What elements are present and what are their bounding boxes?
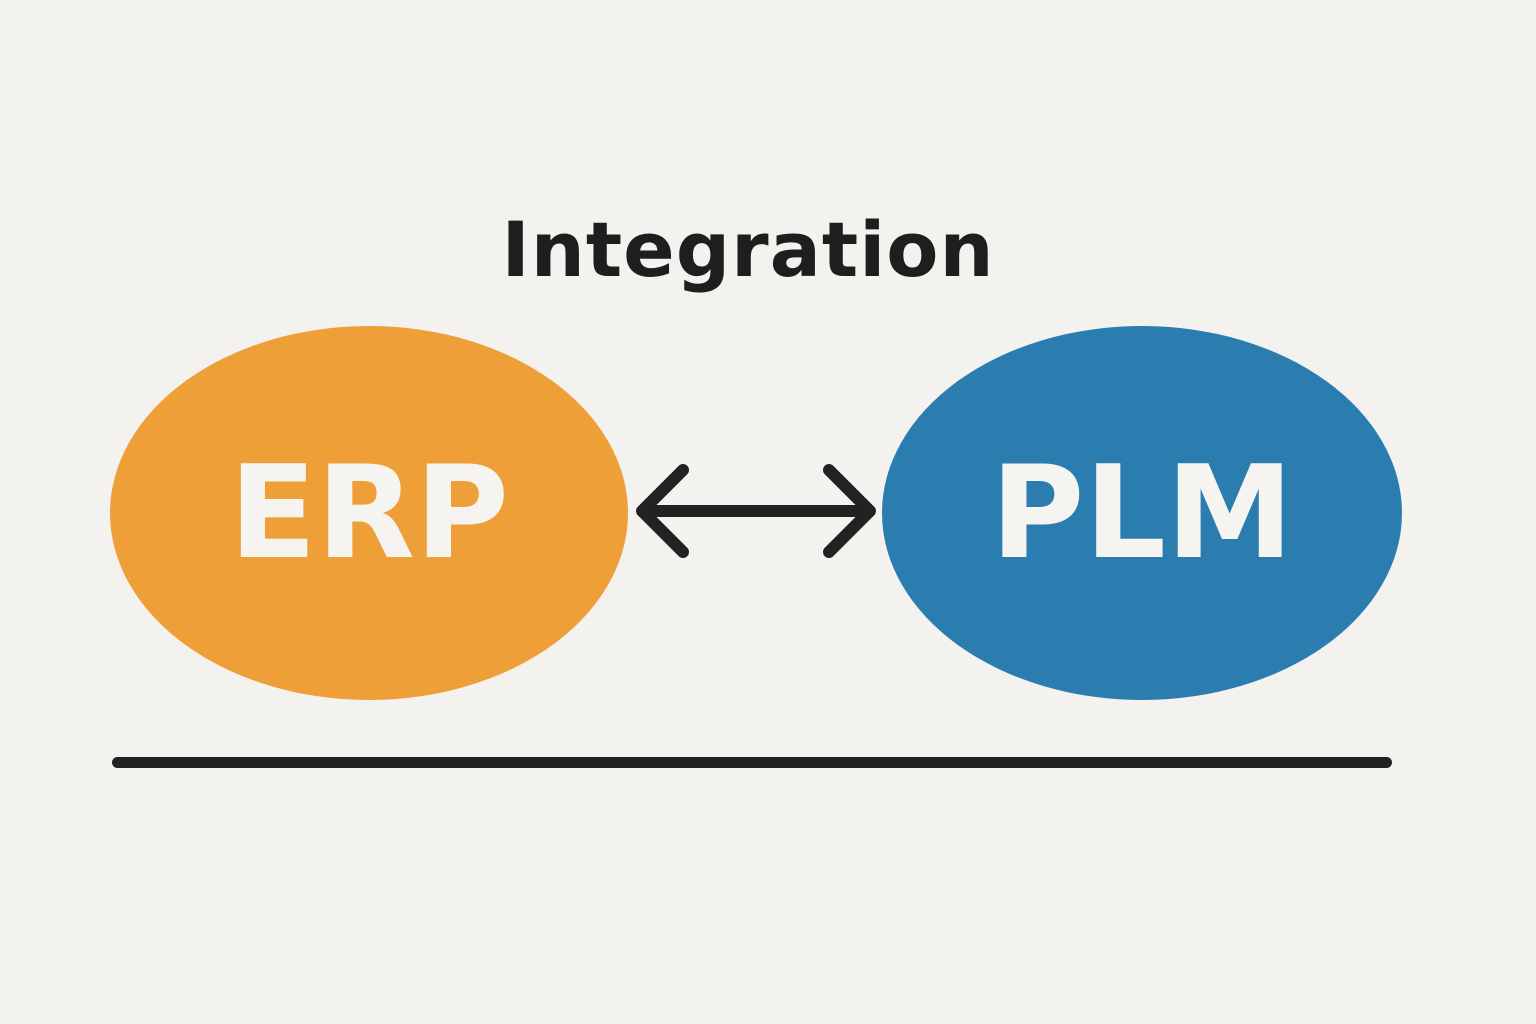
erp-label: ERP (229, 438, 509, 588)
diagram-title: Integration (501, 205, 995, 294)
plm-label: PLM (990, 438, 1294, 588)
arrow-head-right (823, 464, 876, 558)
plm-node: PLM (882, 326, 1402, 700)
erp-node: ERP (110, 326, 628, 700)
baseline-divider (112, 757, 1392, 768)
arrow-head-left (636, 464, 689, 558)
